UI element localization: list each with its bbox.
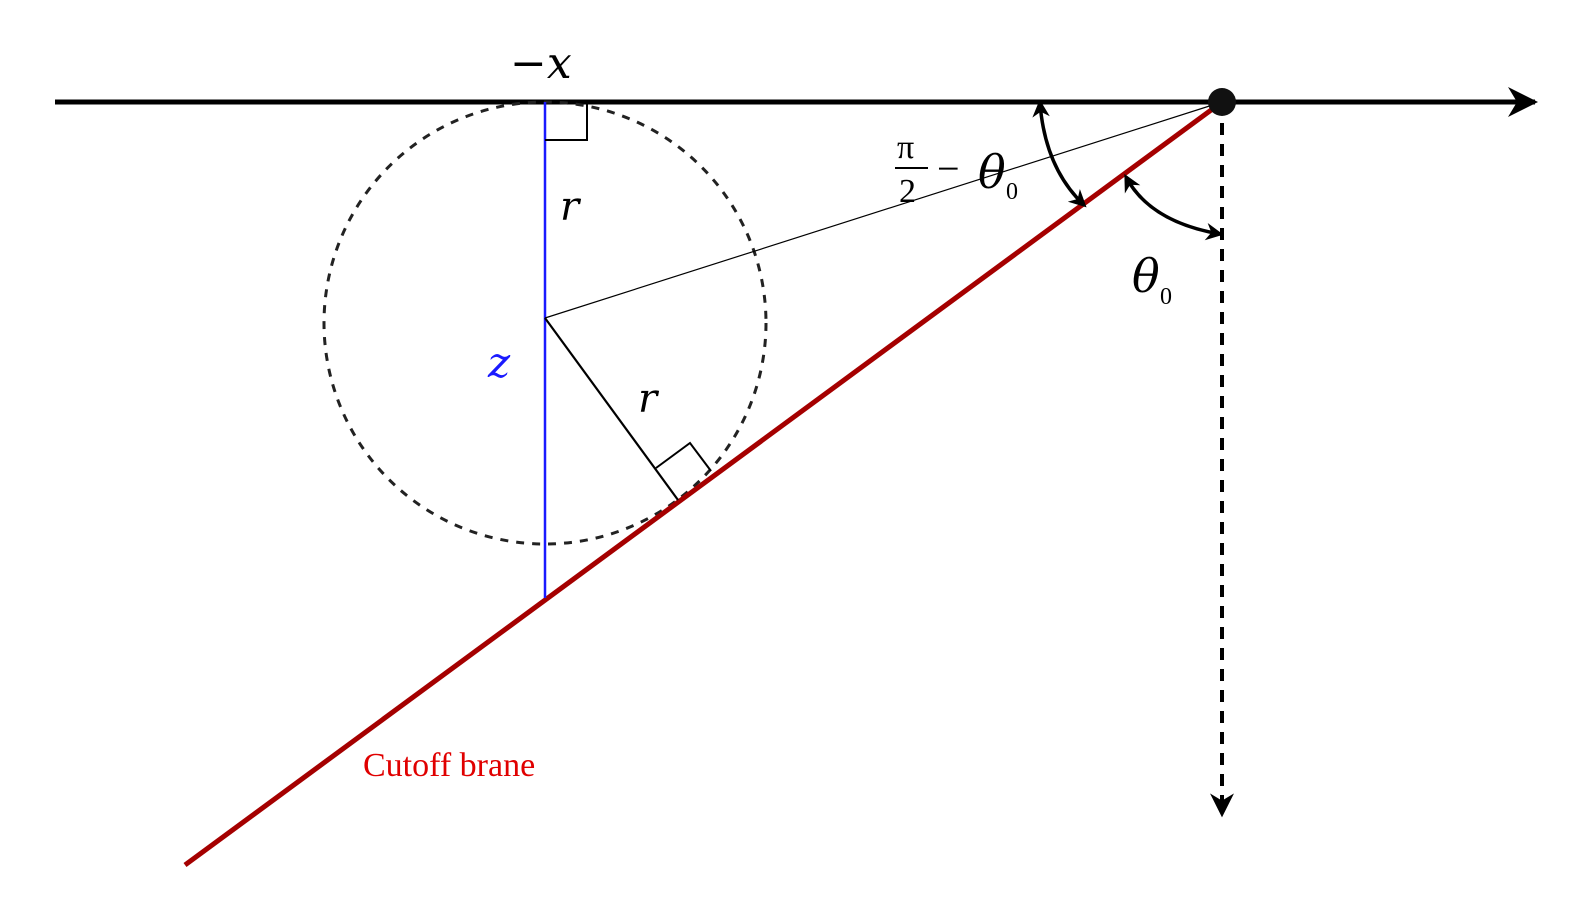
theta-subscript: 0 bbox=[1160, 284, 1172, 310]
theta-symbol: θ bbox=[978, 145, 1006, 199]
minus-sign: − bbox=[937, 146, 960, 191]
vertex-point bbox=[1208, 88, 1236, 116]
cutoff-brane-label: Cutoff brane bbox=[363, 747, 535, 784]
radius-to-brane bbox=[544, 317, 679, 501]
r-diag-label: r bbox=[638, 376, 660, 422]
angle-arc-complement bbox=[1032, 99, 1087, 208]
angle-complement-label: π 2 − θ 0 bbox=[895, 129, 1018, 210]
center-to-vertex-line bbox=[544, 101, 1223, 319]
r-top-label: r bbox=[560, 184, 582, 230]
pi-numerator: π bbox=[897, 129, 914, 166]
two-denominator: 2 bbox=[899, 173, 916, 210]
angle-theta-label: θ 0 bbox=[1132, 249, 1172, 310]
z-label: z bbox=[487, 338, 511, 387]
theta-symbol: θ bbox=[1132, 249, 1160, 303]
neg-x-label: −x bbox=[510, 38, 572, 89]
cutoff-brane-line bbox=[183, 99, 1224, 868]
theta-subscript: 0 bbox=[1006, 179, 1018, 205]
angle-arc-theta bbox=[1124, 173, 1224, 241]
right-angle-marker-tangent bbox=[655, 441, 712, 472]
right-angle-marker-top bbox=[545, 102, 588, 141]
